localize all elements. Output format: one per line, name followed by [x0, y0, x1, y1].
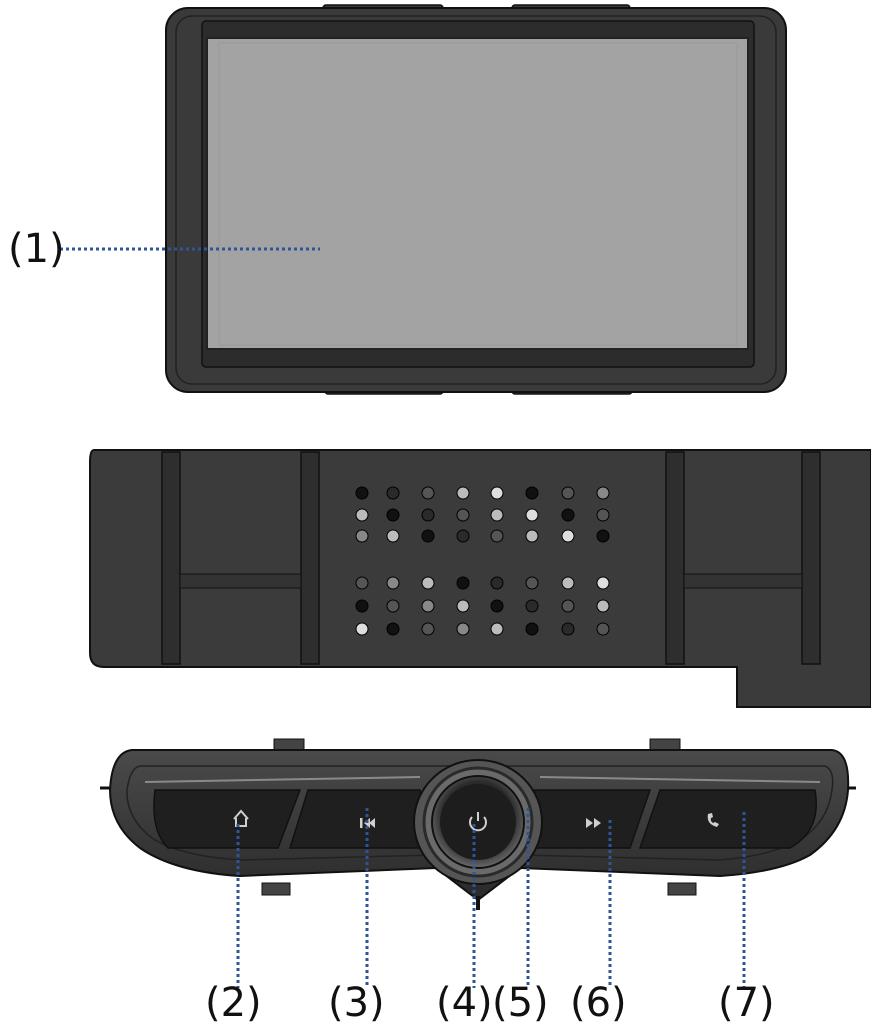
- label-knob-ring: (5): [492, 980, 549, 1026]
- speaker-hole: [597, 487, 609, 499]
- speaker-hole: [526, 623, 538, 635]
- speaker-hole: [597, 577, 609, 589]
- speaker-hole: [491, 577, 503, 589]
- speaker-hole: [457, 487, 469, 499]
- speaker-hole: [491, 530, 503, 542]
- speaker-hole: [562, 600, 574, 612]
- label-previous: (3): [328, 980, 385, 1026]
- label-power-knob: (4): [436, 980, 493, 1026]
- speaker-hole: [457, 530, 469, 542]
- speaker-hole: [597, 600, 609, 612]
- speaker-hole: [562, 530, 574, 542]
- speaker-hole: [526, 600, 538, 612]
- speaker-hole: [526, 577, 538, 589]
- speaker-hole: [356, 509, 368, 521]
- display-screen: [207, 38, 748, 349]
- speaker-hole: [422, 487, 434, 499]
- label-phone: (7): [718, 980, 775, 1026]
- previous-button[interactable]: [290, 790, 430, 848]
- speaker-hole: [457, 600, 469, 612]
- speaker-hole: [526, 509, 538, 521]
- speaker-hole: [422, 509, 434, 521]
- speaker-hole: [562, 577, 574, 589]
- speaker-hole: [457, 509, 469, 521]
- speaker-hole: [597, 623, 609, 635]
- speaker-hole: [526, 487, 538, 499]
- speaker-hole: [356, 577, 368, 589]
- speaker-hole: [491, 487, 503, 499]
- speaker-hole: [356, 487, 368, 499]
- speaker-hole: [387, 577, 399, 589]
- speaker-hole: [597, 509, 609, 521]
- label-next: (6): [570, 980, 627, 1026]
- speaker-hole: [562, 509, 574, 521]
- home-button[interactable]: [154, 790, 300, 848]
- speaker-hole: [491, 600, 503, 612]
- speaker-hole: [387, 530, 399, 542]
- speaker-hole: [562, 623, 574, 635]
- speaker-hole: [387, 600, 399, 612]
- label-home: (2): [205, 980, 262, 1026]
- speaker-hole: [356, 530, 368, 542]
- power-knob[interactable]: [414, 760, 542, 884]
- speaker-panel: [90, 450, 871, 707]
- speaker-hole: [387, 623, 399, 635]
- speaker-hole: [457, 623, 469, 635]
- display-unit: [166, 5, 786, 394]
- speaker-hole: [356, 623, 368, 635]
- speaker-hole: [356, 600, 368, 612]
- speaker-hole: [422, 577, 434, 589]
- speaker-hole: [562, 487, 574, 499]
- speaker-hole: [422, 623, 434, 635]
- speaker-hole: [387, 487, 399, 499]
- speaker-hole: [526, 530, 538, 542]
- speaker-hole: [457, 577, 469, 589]
- speaker-hole: [422, 530, 434, 542]
- speaker-hole: [422, 600, 434, 612]
- phone-button[interactable]: [640, 790, 816, 848]
- speaker-hole: [491, 623, 503, 635]
- speaker-hole: [387, 509, 399, 521]
- speaker-hole: [597, 530, 609, 542]
- label-screen: (1): [8, 226, 65, 272]
- speaker-hole: [491, 509, 503, 521]
